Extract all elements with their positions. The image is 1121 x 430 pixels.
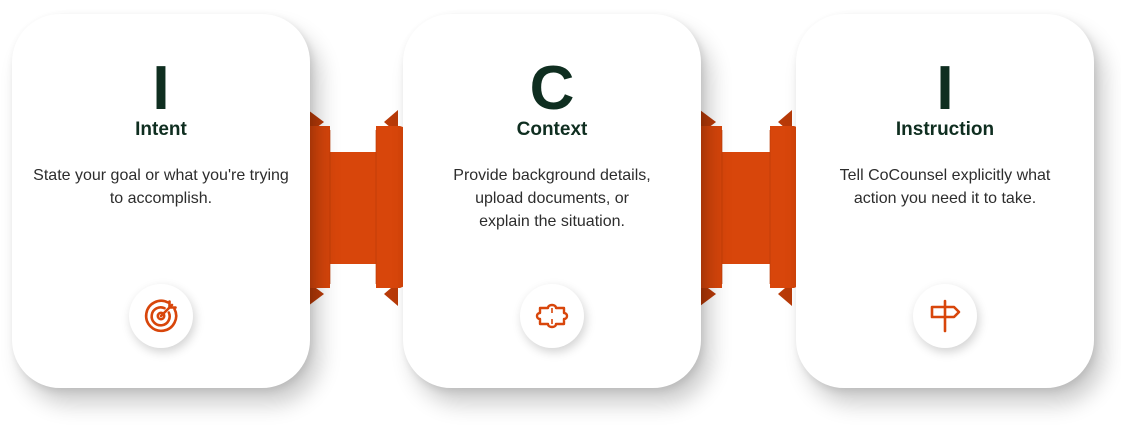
card-title: Intent	[135, 119, 187, 140]
card-description: State your goal or what you're trying to…	[33, 167, 289, 207]
card-letter: C	[529, 54, 575, 123]
card-title: Instruction	[895, 119, 995, 140]
card-description: Tell CoCounsel explicitly what action yo…	[839, 167, 1051, 207]
card-intent: I Intent State your goal or what you're …	[12, 14, 310, 388]
card-title: Context	[516, 119, 588, 140]
puzzle-piece-icon	[520, 284, 584, 348]
card-context: C Context Provide background details, up…	[403, 14, 701, 388]
target-arrow-icon	[129, 284, 193, 348]
card-letter: I	[936, 54, 954, 123]
card-letter: I	[152, 54, 170, 123]
signpost-icon	[913, 284, 977, 348]
card-description: Provide background details, upload docum…	[453, 167, 651, 230]
card-instruction: I Instruction Tell CoCounsel explicitly …	[796, 14, 1094, 388]
